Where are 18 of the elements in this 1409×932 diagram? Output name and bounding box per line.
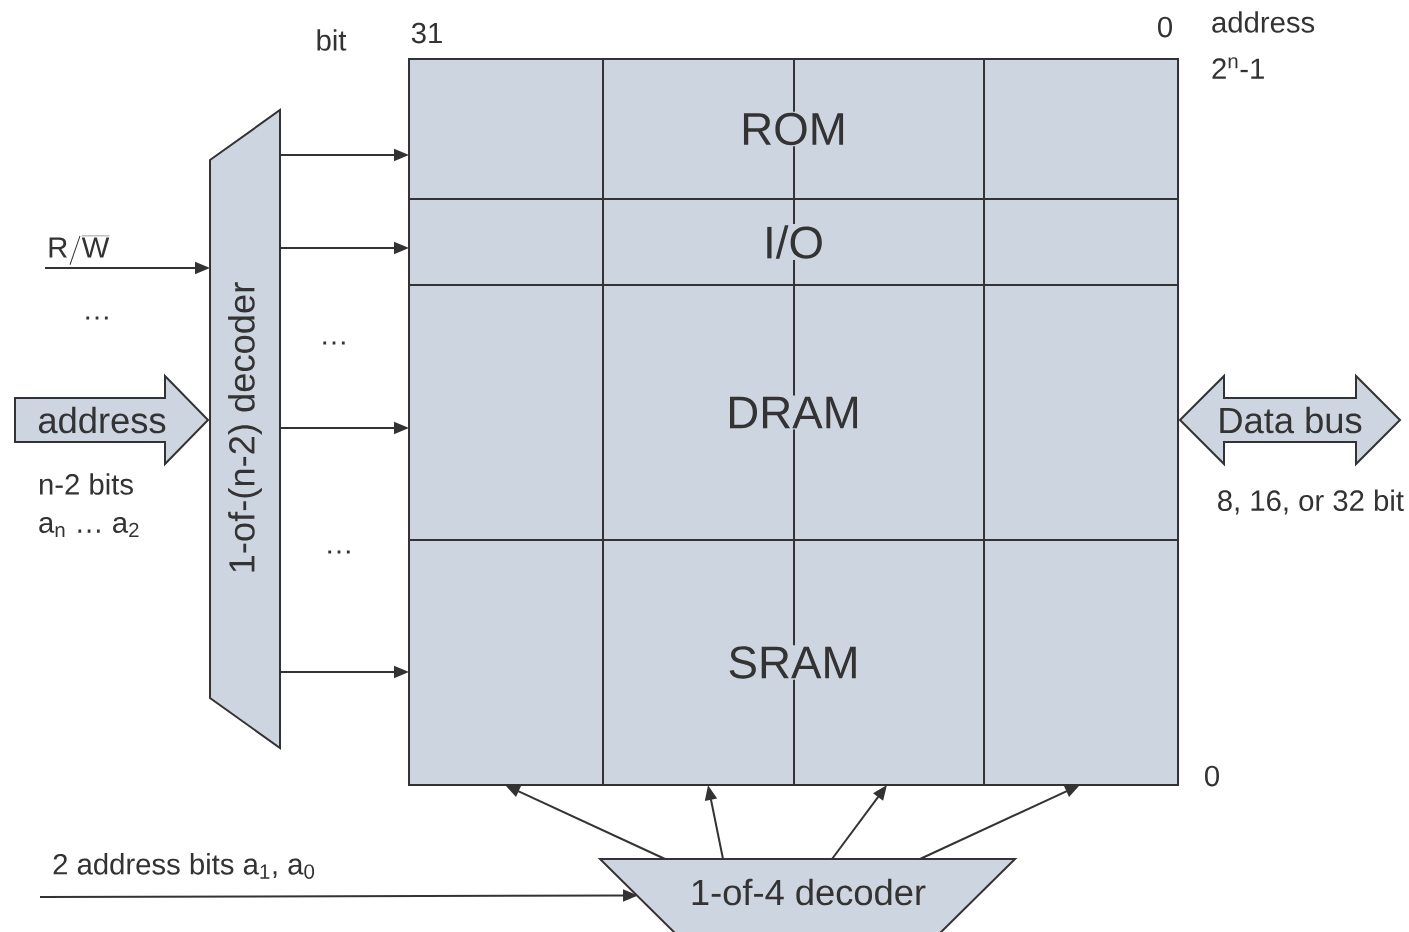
ellipsis: … — [86, 316, 108, 320]
address-value: 0 — [1205, 765, 1219, 787]
note-text: a$_{n}$ … a$_{2}$ — [39, 516, 139, 538]
bit-label: bit — [317, 29, 347, 51]
memory-row: DRAM — [408, 284, 1179, 541]
edge-label: $\mathrm{R}/\overline{\mathrm{W}}$ — [46, 233, 111, 267]
memory-row: ROM — [408, 58, 1179, 200]
address-label: address — [1212, 11, 1315, 33]
ellipsis: … — [328, 550, 350, 554]
decoder-block: 1-of-(n-2) decoder — [209, 108, 281, 750]
memory-row: SRAM — [408, 539, 1179, 786]
memory-array — [408, 58, 1179, 786]
edge-label: 2 address bits a$_{1}$, a$_{0}$ — [51, 851, 317, 881]
memory-row: I/O — [408, 198, 1179, 286]
note-text: n-2 bits — [39, 473, 133, 495]
address-value: 2$^{n}$-1 — [1212, 57, 1264, 79]
note-text: 8, 16, or 32 bit — [1218, 489, 1404, 515]
ellipsis: … — [323, 341, 345, 345]
